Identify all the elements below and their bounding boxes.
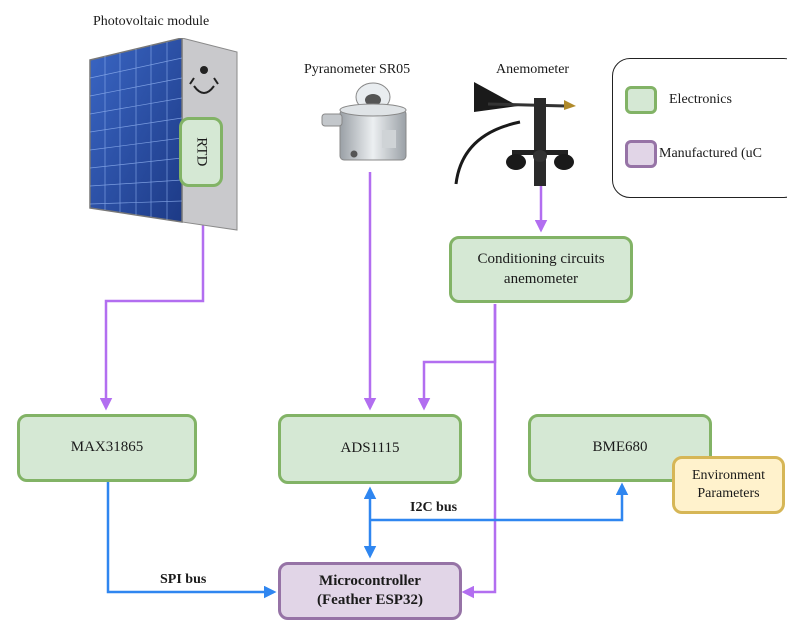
ads1115-label: ADS1115 (340, 440, 400, 457)
legend-manufactured-label: Manufactured (uC (659, 146, 763, 161)
bme680-label: BME680 (592, 439, 648, 456)
env-params-line1: Environment (691, 467, 766, 483)
pyranometer-icon (321, 82, 407, 161)
rtd-sensor: RTD (179, 117, 223, 187)
conditioning-to-ads1115-line (417, 304, 497, 411)
anemometer-icon (454, 82, 576, 186)
environment-parameters-block: Environment Parameters (672, 456, 785, 514)
max31865-block: MAX31865 (17, 414, 197, 482)
conditioning-circuits-block: Conditioning circuits anemometer (449, 236, 633, 303)
i2c-bus-label: I2C bus (410, 500, 458, 515)
ads1115-block: ADS1115 (278, 414, 462, 484)
rtd-label: RTD (193, 137, 210, 167)
spi-bus-label: SPI bus (160, 572, 207, 587)
legend-manufactured-swatch (625, 140, 657, 168)
i2c-bme680-line (370, 482, 629, 522)
spi-bus-line (106, 482, 277, 599)
mcu-line1: Microcontroller (319, 572, 421, 589)
env-params-line2: Parameters (697, 486, 760, 501)
mcu-line2: (Feather ESP32) (317, 592, 423, 608)
pyranometer-label: Pyranometer SR05 (304, 62, 411, 77)
conditioning-line1: Conditioning circuits (477, 251, 605, 267)
legend-electronics-swatch (625, 86, 657, 114)
microcontroller-block: Microcontroller (Feather ESP32) (278, 562, 462, 620)
legend: Electronics Manufactured (uC (612, 58, 787, 198)
bme680-block: BME680 (528, 414, 712, 482)
legend-electronics-label: Electronics (669, 92, 732, 107)
conditioning-to-mcu-line (461, 304, 497, 599)
conditioning-line2: anemometer (503, 270, 579, 287)
anemometer-label: Anemometer (496, 62, 570, 77)
max31865-label: MAX31865 (70, 439, 144, 456)
rtd-to-max31865-line (99, 188, 205, 411)
pv-module-label: Photovoltaic module (93, 14, 210, 29)
